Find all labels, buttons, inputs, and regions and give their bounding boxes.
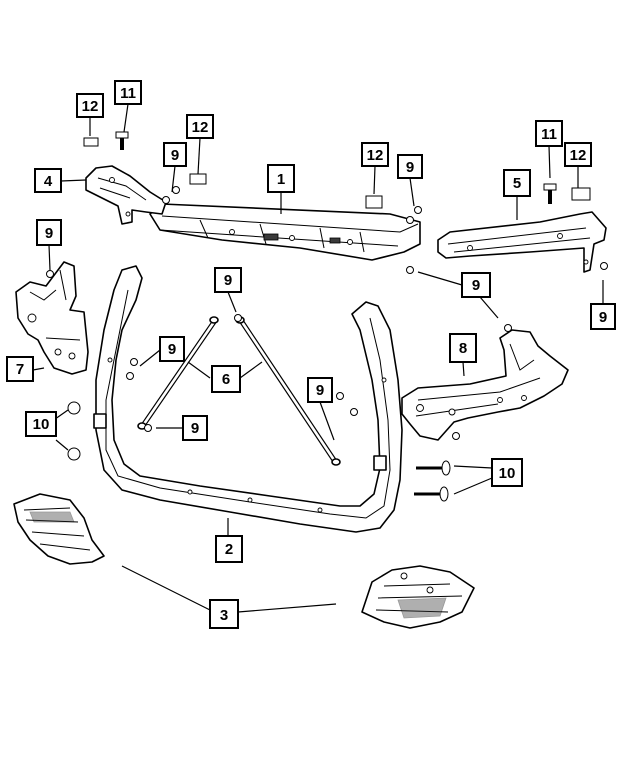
- callout-7: 7: [6, 356, 34, 382]
- svg-text:12: 12: [192, 119, 209, 136]
- part-lower-shield-left: [13, 493, 105, 565]
- callout-12-upper-mid: 12: [186, 114, 214, 139]
- callout-12-right: 12: [564, 142, 592, 167]
- svg-text:9: 9: [168, 341, 176, 358]
- svg-text:6: 6: [222, 371, 230, 388]
- svg-text:4: 4: [44, 173, 53, 190]
- part-right-side-bracket: [401, 329, 569, 441]
- callout-9-upper-left: 9: [163, 142, 187, 167]
- callout-1: 1: [267, 164, 295, 193]
- svg-text:9: 9: [472, 277, 480, 294]
- svg-text:9: 9: [191, 420, 199, 437]
- svg-text:5: 5: [513, 175, 521, 192]
- callout-9-far-right: 9: [590, 303, 616, 330]
- callout-4: 4: [34, 168, 62, 193]
- callout-9-right-mid: 9: [307, 377, 333, 403]
- callouts: 12 11 12 9 4 1 12 9 11 12 5 9 9 9 9 9 7 …: [6, 80, 616, 629]
- svg-text:9: 9: [406, 159, 414, 176]
- svg-text:12: 12: [82, 98, 99, 115]
- svg-text:1: 1: [277, 171, 285, 188]
- callout-9-rod-top: 9: [214, 267, 242, 293]
- part-lower-shield-right: [361, 565, 475, 629]
- part-support-rods: [137, 316, 341, 466]
- callout-11-right: 11: [535, 120, 563, 147]
- svg-text:11: 11: [541, 126, 557, 143]
- part-left-upper-bracket: [85, 165, 167, 225]
- svg-text:9: 9: [224, 272, 232, 289]
- svg-text:9: 9: [316, 382, 324, 399]
- svg-text:10: 10: [499, 465, 516, 482]
- svg-text:2: 2: [225, 541, 233, 558]
- svg-text:3: 3: [220, 607, 228, 624]
- part-upper-crossmember: [149, 203, 421, 261]
- svg-text:9: 9: [45, 225, 53, 242]
- callout-12-center: 12: [361, 142, 389, 167]
- callout-2: 2: [215, 535, 243, 563]
- svg-text:10: 10: [33, 416, 50, 433]
- part-left-side-bracket: [15, 261, 89, 375]
- callout-9-center: 9: [397, 154, 423, 179]
- callout-10-right: 10: [491, 458, 523, 487]
- svg-text:12: 12: [367, 147, 384, 164]
- part-right-upper-bracket: [437, 211, 607, 273]
- callout-9-rod-left: 9: [159, 336, 185, 362]
- callout-10-left: 10: [25, 411, 57, 437]
- fastener-icons: [46, 131, 608, 502]
- callout-6: 6: [211, 365, 241, 393]
- part-radiator-support-frame: [93, 265, 403, 533]
- callout-9-rod-bottom: 9: [182, 415, 208, 441]
- callout-12-left: 12: [76, 93, 104, 118]
- callout-9-far-left: 9: [36, 219, 62, 246]
- callout-9-center-mid: 9: [461, 272, 491, 298]
- callout-5: 5: [503, 169, 531, 197]
- svg-text:7: 7: [16, 361, 24, 378]
- svg-text:11: 11: [120, 85, 136, 102]
- callout-11-left: 11: [114, 80, 142, 105]
- svg-text:9: 9: [599, 309, 607, 326]
- callout-3: 3: [209, 599, 239, 629]
- leader-lines: [32, 103, 604, 613]
- svg-text:8: 8: [459, 340, 467, 357]
- svg-text:9: 9: [171, 147, 179, 164]
- callout-8: 8: [449, 333, 477, 363]
- svg-text:12: 12: [570, 147, 587, 164]
